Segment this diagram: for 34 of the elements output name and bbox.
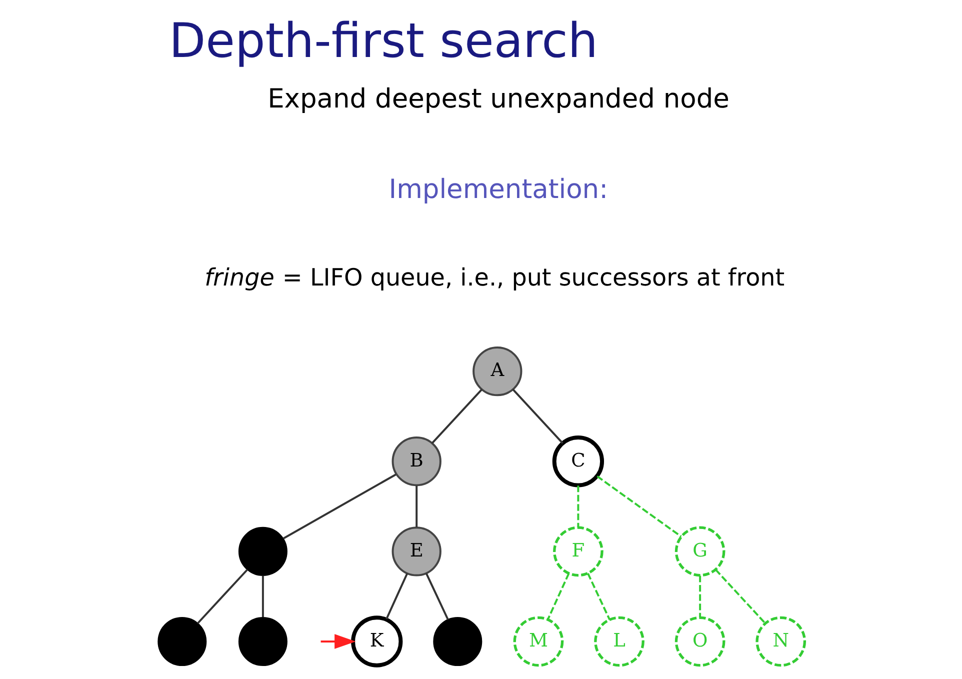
node-circle: G (674, 526, 725, 577)
connector (576, 486, 579, 527)
label: Expand deepest unexpanded node (267, 84, 729, 115)
node-circle: O (674, 616, 725, 667)
node-circle: M (512, 616, 564, 667)
node-circle (157, 617, 206, 666)
connector (512, 388, 563, 444)
node-circle: L (594, 616, 644, 667)
node-circle: F (552, 526, 603, 577)
connector (282, 474, 396, 540)
node-circle (238, 617, 287, 666)
connector (430, 388, 482, 444)
node-circle: E (391, 526, 441, 576)
connector (196, 568, 248, 624)
diagram-title: Depth-first search (168, 14, 598, 70)
connector (546, 573, 570, 620)
node-circle: C (552, 436, 604, 488)
node-circle: K (350, 616, 402, 668)
label: fringe = LIFO queue, i.e., put successors at front (204, 264, 784, 292)
connector (698, 576, 701, 618)
arrow (320, 634, 356, 649)
node-circle (432, 617, 482, 666)
connector (424, 573, 448, 620)
connector (261, 576, 264, 618)
connector (415, 486, 418, 527)
node-circle (238, 526, 287, 576)
connector (714, 568, 766, 624)
connector (596, 476, 682, 538)
node-circle: B (391, 436, 441, 486)
connector (385, 573, 408, 620)
label: Implementation: (388, 174, 608, 205)
node-circle: N (755, 616, 806, 667)
node-circle: A (472, 346, 522, 396)
connector (586, 573, 610, 620)
